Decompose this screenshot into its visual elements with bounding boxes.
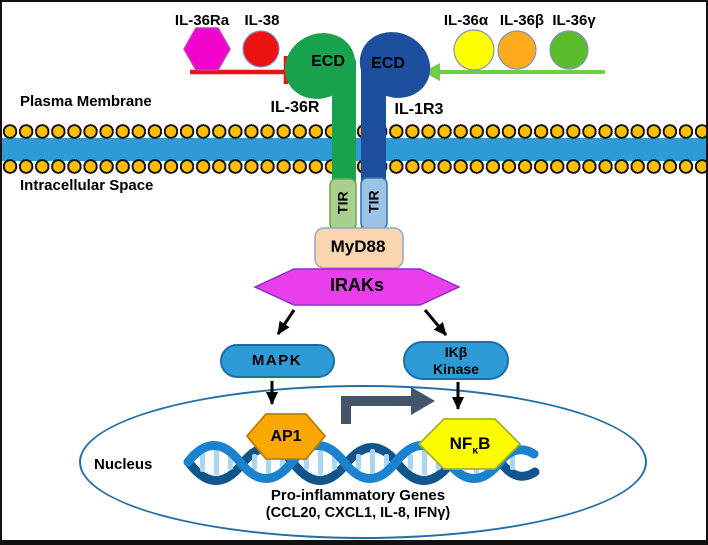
ikb-kinase-line2: Kinase [433, 360, 479, 377]
il36a-circle [453, 29, 495, 71]
nfkb-suffix: B [478, 434, 491, 453]
nfkb-label: NFκB [420, 434, 520, 457]
iraks-to-ikb-arrow [423, 309, 448, 336]
il1r3-label: IL-1R3 [394, 101, 444, 118]
myd88-box [314, 227, 404, 269]
genes-list: (CCL20, CXCL1, IL-8, IFNγ) [265, 505, 451, 521]
ikb-kinase-label: IKβ Kinase [406, 344, 506, 377]
ap1-label: AP1 [270, 428, 302, 445]
transcription-bent-arrow-icon [341, 387, 435, 424]
plasma-membrane-label: Plasma Membrane [20, 93, 152, 110]
iraks-hexagon [253, 268, 461, 306]
iraks-label: IRAKs [329, 275, 384, 295]
il36g-label: IL-36γ [552, 12, 596, 29]
mapk-label: MAPK [251, 352, 303, 369]
nfkb-hexagon [417, 418, 522, 470]
il1r3-ecd-label: ECD [371, 55, 405, 72]
activation-arrow-icon [423, 63, 605, 81]
il36g-circle [549, 30, 589, 70]
il38-circle [242, 30, 280, 68]
il36ra-hexagon [183, 27, 231, 71]
il36r-label: IL-36R [270, 99, 320, 116]
ikb-kinase-pill [403, 341, 509, 380]
mapk-pill [220, 344, 335, 378]
nucleus-ellipse [79, 385, 647, 539]
myd88-label: MyD88 [330, 237, 386, 256]
il36r-tir-label: TIR [334, 191, 351, 214]
genes-title: Pro-inflammatory Genes [270, 487, 446, 504]
dna-helix [183, 441, 540, 485]
ap1-hexagon [245, 413, 327, 460]
il1r3-tir-label: TIR [365, 190, 382, 213]
nfkb-subscript: κ [472, 444, 479, 457]
il38-label: IL-38 [244, 12, 280, 29]
il36ra-label: IL-36Ra [174, 12, 230, 29]
il36b-label: IL-36β [499, 12, 545, 29]
il36a-label: IL-36α [443, 12, 489, 29]
nucleus-label: Nucleus [94, 456, 153, 473]
intracellular-space-label: Intracellular Space [20, 177, 154, 194]
nfkb-prefix: NF [449, 434, 473, 453]
iraks-to-mapk-arrow [276, 309, 296, 335]
il36r-ecd-label: ECD [311, 53, 345, 70]
il36b-circle [497, 30, 537, 70]
ikb-kinase-line1: IKβ [444, 344, 468, 360]
signal-arrows [266, 309, 464, 410]
